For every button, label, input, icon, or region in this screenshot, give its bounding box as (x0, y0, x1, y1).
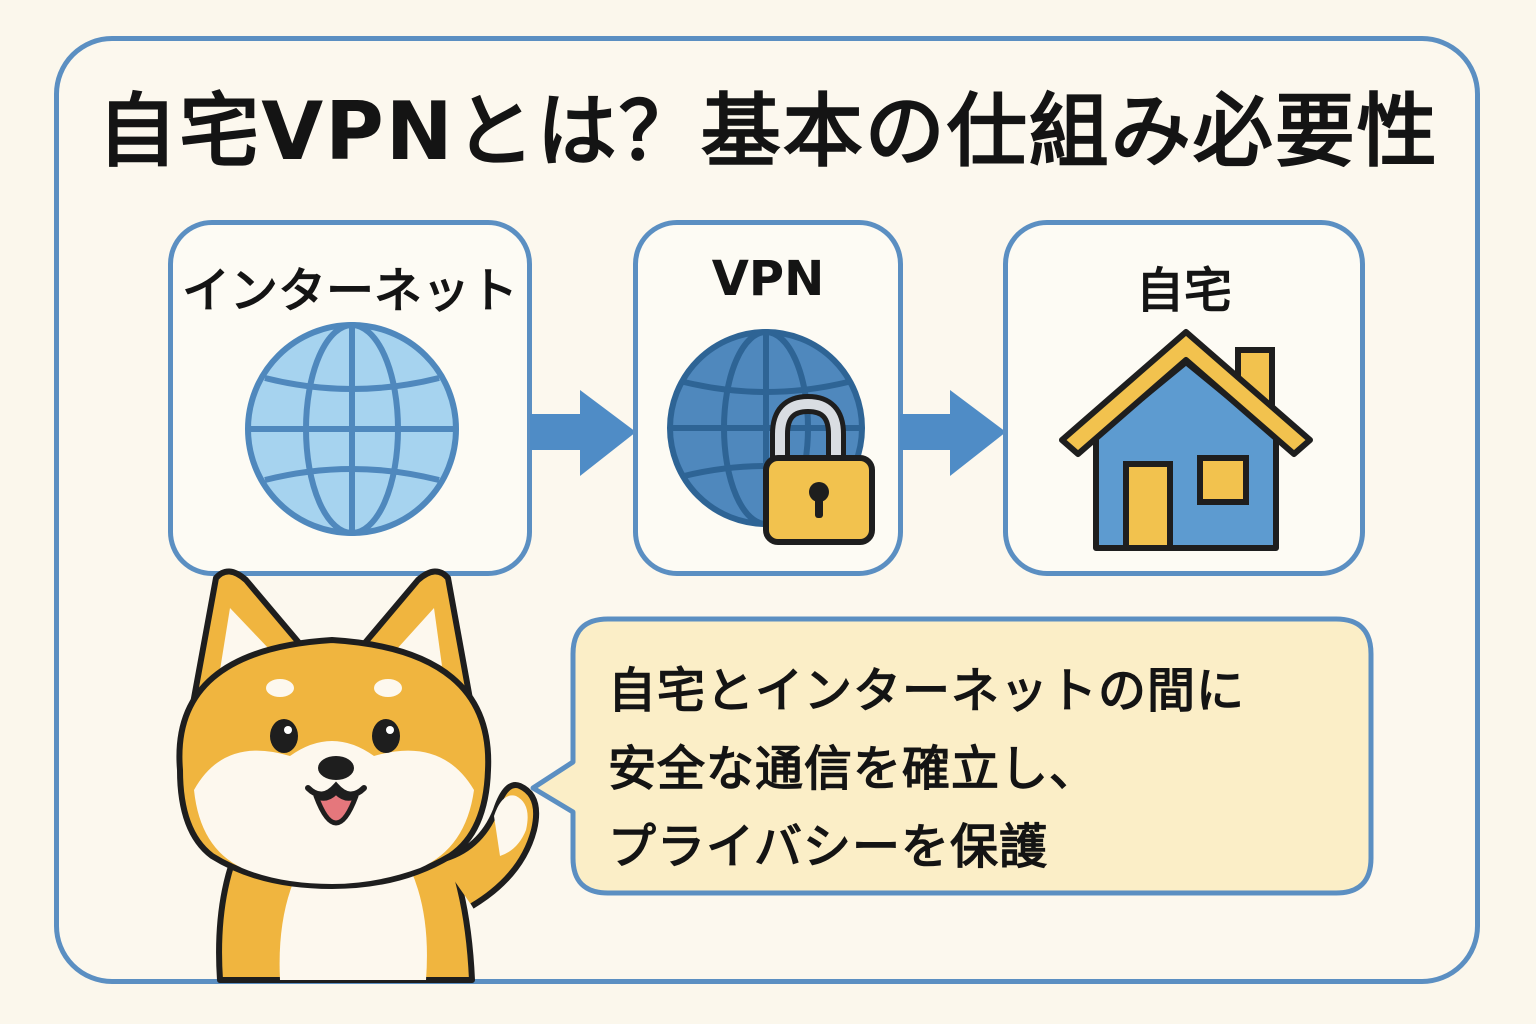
arrow-right-icon (530, 390, 636, 476)
page-title: 自宅VPNとは？基本の仕組み必要性 (97, 85, 1439, 178)
house-icon (1059, 329, 1313, 551)
bubble-line: プライバシーを保護 (608, 819, 1049, 875)
locked-globe-icon (667, 329, 875, 545)
shiba-dog-mascot (176, 568, 540, 983)
arrow-right-icon (900, 390, 1006, 476)
bubble-line: 自宅とインターネットの間に (608, 663, 1246, 719)
step-label-internet: インターネット (181, 263, 518, 319)
bubble-line: 安全な通信を確立し、 (608, 741, 1099, 797)
step-label-home: 自宅 (1135, 263, 1232, 319)
bubble-text: 自宅とインターネットの間に 安全な通信を確立し、 プライバシーを保護 (608, 652, 1348, 886)
globe-icon (245, 322, 459, 536)
padlock-icon (763, 393, 875, 545)
step-label-vpn: VPN (711, 251, 825, 307)
speech-bubble (530, 616, 1374, 896)
